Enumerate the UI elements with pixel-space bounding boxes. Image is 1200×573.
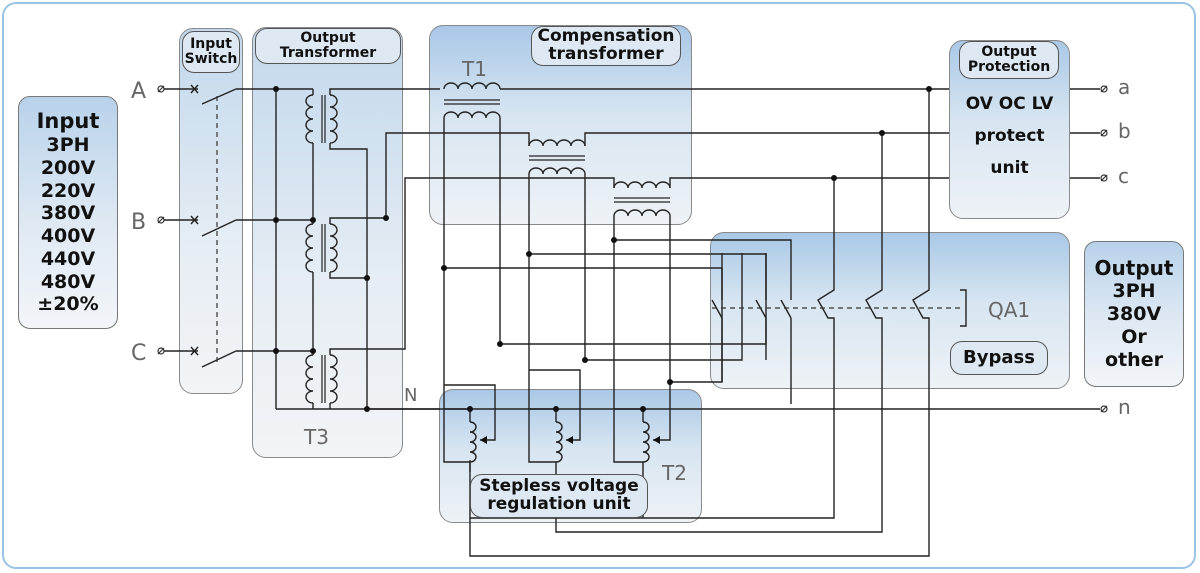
- terminal-n-out: n: [1118, 395, 1131, 419]
- protection-line: unit: [990, 158, 1029, 178]
- input-spec-line: 380V: [40, 202, 96, 225]
- input-spec-line: ±20%: [37, 293, 99, 316]
- input-switch-panel: [179, 28, 243, 394]
- tag-line: Output: [300, 30, 356, 47]
- input-spec-line: 440V: [40, 247, 96, 270]
- qa1-label: QA1: [988, 298, 1030, 322]
- input-spec-box: Input 3PH 200V 220V 380V 400V 440V 480V …: [18, 96, 118, 329]
- input-spec-line: 400V: [40, 225, 96, 248]
- input-switch-tag: Input Switch: [182, 31, 240, 73]
- tag-line: regulation unit: [487, 494, 631, 514]
- qa1-handle: [960, 289, 967, 327]
- stepless-tag: Stepless voltage regulation unit: [470, 474, 648, 518]
- input-spec-line: 480V: [40, 270, 96, 293]
- tag-line: Input: [190, 36, 232, 53]
- tag-line: Stepless voltage: [479, 476, 639, 497]
- output-spec-line: 380V: [1106, 303, 1162, 326]
- terminal-n-label: N: [404, 385, 417, 406]
- terminal-b-in: B: [131, 210, 146, 235]
- input-terminals: [157, 85, 165, 355]
- t3-label: T3: [303, 425, 329, 449]
- terminal-a-in: A: [131, 79, 146, 104]
- output-spec-line: Or: [1121, 326, 1147, 348]
- terminal-b-out: b: [1118, 119, 1131, 143]
- terminal-a-out: a: [1118, 75, 1130, 99]
- output-spec-line: other: [1105, 348, 1163, 371]
- t3-windings: [275, 88, 615, 410]
- output-protection-tag: Output Protection: [959, 41, 1059, 79]
- output-transformer-panel: [252, 27, 403, 458]
- input-spec-line: Input: [36, 108, 100, 133]
- tag-line: Switch: [184, 51, 238, 67]
- tag-line: Transformer: [279, 45, 377, 61]
- output-lines: [1070, 88, 1100, 179]
- input-spec-line: 220V: [40, 179, 96, 202]
- bypass-tag: Bypass: [950, 341, 1048, 375]
- output-terminals: [1100, 85, 1108, 413]
- tag-line: Output: [981, 44, 1037, 61]
- protection-unit-text: OV OC LV protect unit: [950, 88, 1069, 184]
- tag-line: transformer: [548, 44, 664, 64]
- terminal-c-out: c: [1118, 164, 1129, 188]
- compensation-transformer-tag: Compensation transformer: [531, 26, 681, 66]
- t2-label: T2: [661, 461, 687, 485]
- tag-line: Compensation: [537, 26, 675, 47]
- input-spec-line: 200V: [40, 156, 96, 179]
- t1-windings: [443, 82, 949, 409]
- output-spec-box: Output 3PH 380V Or other: [1084, 241, 1184, 387]
- input-spec-line: 3PH: [46, 133, 90, 156]
- output-transformer-tag: Output Transformer: [255, 28, 401, 64]
- protection-line: protect: [974, 126, 1045, 146]
- protection-line: OV OC LV: [965, 94, 1054, 114]
- output-spec-line: 3PH: [1112, 280, 1156, 303]
- tag-line: Bypass: [963, 346, 1035, 368]
- bus-lines: [444, 89, 930, 557]
- junction-dots: [273, 86, 932, 412]
- tag-line: Protection: [967, 59, 1051, 75]
- t1-label: T1: [461, 57, 487, 81]
- output-spec-line: Output: [1094, 256, 1174, 281]
- input-lines: [164, 84, 313, 368]
- terminal-c-in: C: [131, 341, 146, 366]
